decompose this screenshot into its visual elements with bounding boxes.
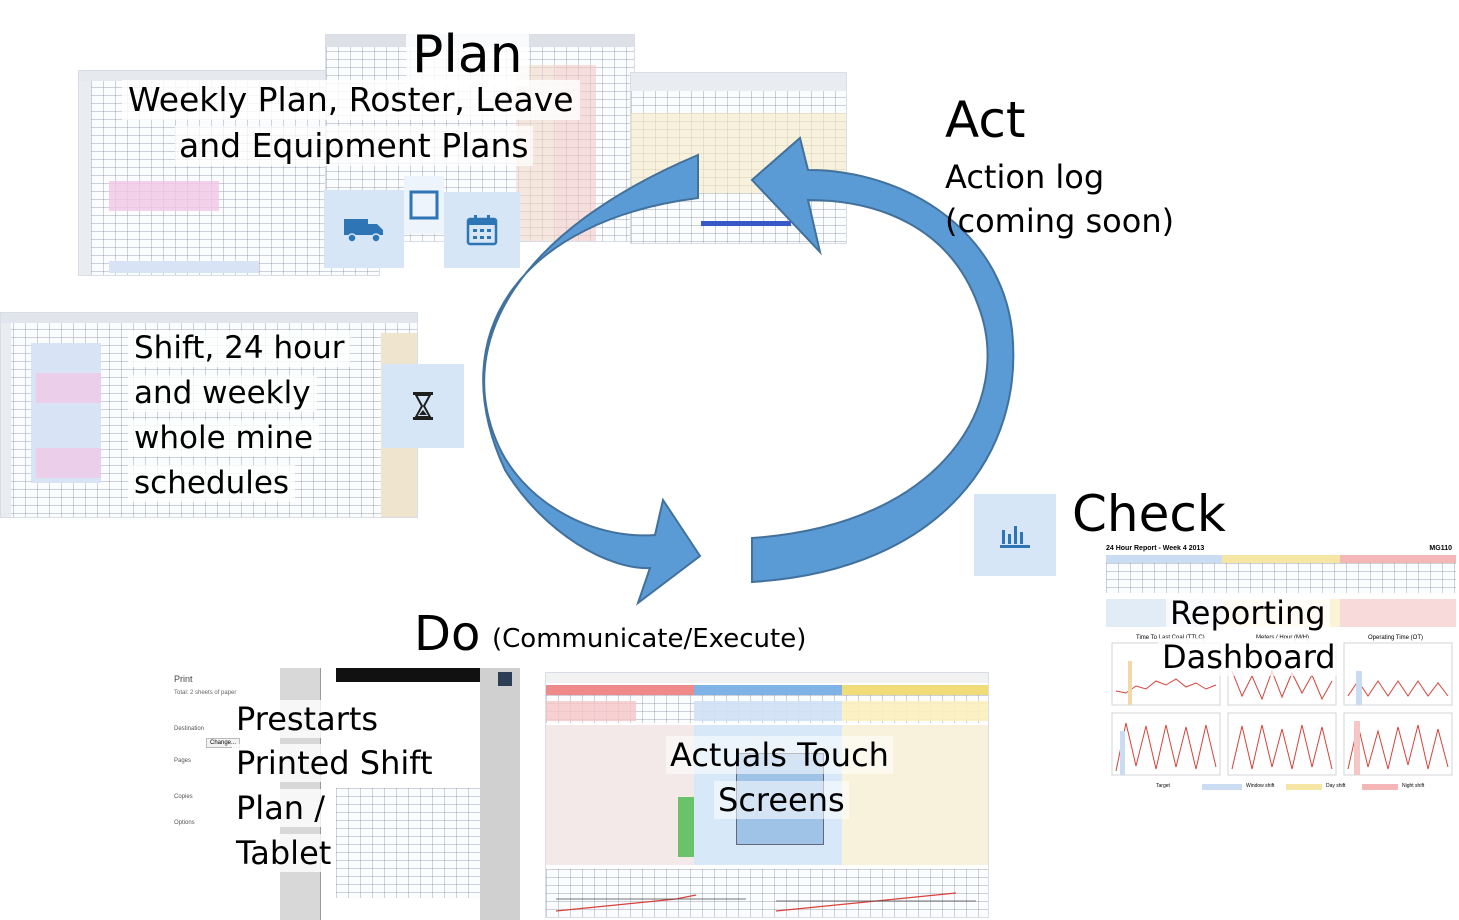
print-total: Total: 2 sheets of paper — [174, 690, 237, 696]
prestarts-line4: Tablet — [232, 834, 336, 873]
touch-screens-line1: Actuals Touch — [666, 736, 893, 775]
square-icon-tile — [404, 176, 444, 234]
print-title: Print — [174, 674, 193, 684]
plan-title: Plan — [406, 24, 529, 87]
check-subtitle-line2: Dashboard — [1158, 638, 1340, 677]
calendar-icon — [466, 215, 498, 246]
prestarts-line3: Plan / — [232, 789, 330, 828]
truck-icon-tile — [324, 190, 404, 268]
print-pages: Pages — [174, 758, 192, 764]
check-title: Check — [1072, 485, 1226, 543]
arrow-plan-to-do — [482, 153, 702, 606]
print-options: Options — [174, 820, 195, 826]
report-legend-target: Target — [1156, 783, 1170, 789]
report-code: MG110 — [1429, 545, 1452, 552]
shift-schedule-line1: Shift, 24 hour — [128, 330, 351, 368]
plan-subtitle-line2: and Equipment Plans — [175, 126, 533, 166]
hourglass-icon-tile — [382, 364, 464, 448]
arrow-do-to-act — [750, 136, 1015, 584]
calendar-icon-tile — [444, 192, 520, 268]
print-change-button[interactable]: Change... — [206, 738, 241, 748]
report-title: 24 Hour Report - Week 4 2013 — [1106, 545, 1205, 552]
truck-icon — [344, 219, 383, 243]
shift-schedule-line3: whole mine — [128, 420, 320, 458]
plan-subtitle-line1: Weekly Plan, Roster, Leave — [122, 80, 580, 120]
report-legend-night: Night shift — [1402, 783, 1425, 789]
do-title: Do — [414, 606, 481, 662]
bar-chart-icon-tile — [974, 494, 1056, 576]
act-subtitle-line2: (coming soon) — [945, 202, 1175, 240]
square-icon — [409, 190, 439, 220]
report-legend-window: Window shift — [1246, 783, 1275, 789]
report-legend-day: Day shift — [1326, 783, 1346, 789]
shift-schedule-line2: and weekly — [128, 375, 317, 413]
prestarts-line1: Prestarts — [232, 700, 383, 739]
act-subtitle-line1: Action log — [945, 158, 1105, 196]
do-subtitle: (Communicate/Execute) — [492, 624, 807, 654]
reporting-dashboard-screenshot: 24 Hour Report - Week 4 2013 MG110 Time … — [1106, 545, 1456, 793]
check-subtitle-line1: Reporting — [1166, 594, 1330, 633]
print-destination: Destination — [174, 726, 205, 732]
shift-schedule-line4: schedules — [128, 465, 296, 503]
report-chart3-title: Operating Time (OT) — [1368, 635, 1424, 641]
hourglass-icon — [413, 392, 433, 420]
bar-chart-icon — [1000, 526, 1030, 548]
touch-screens-line2: Screens — [714, 781, 849, 820]
act-title: Act — [945, 91, 1026, 149]
prestarts-line2: Printed Shift — [232, 744, 437, 783]
print-copies: Copies — [174, 794, 193, 800]
